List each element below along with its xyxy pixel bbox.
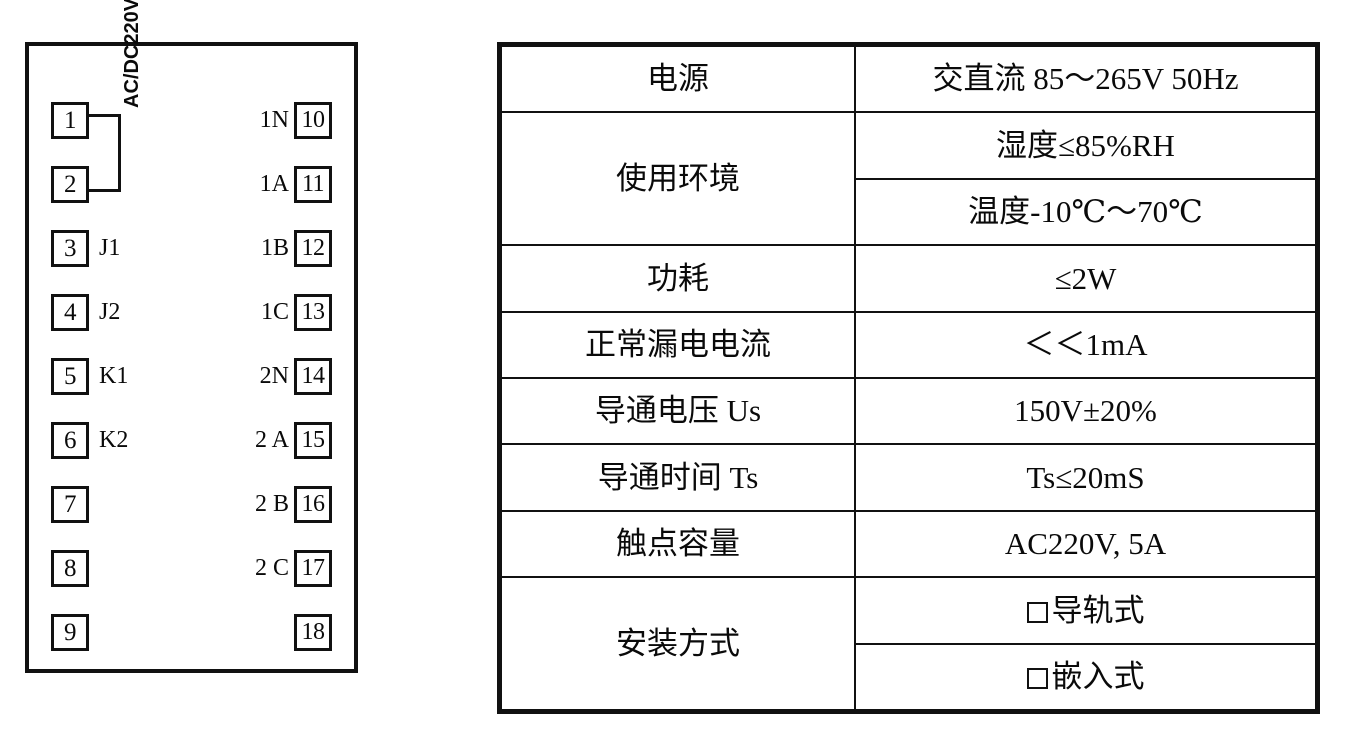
param-value-embedded[interactable]: 嵌入式 bbox=[854, 642, 1317, 712]
terminal-column-left: 1 2 3 J1 4 J2 5 K1 6 K2 7 8 bbox=[29, 46, 189, 669]
terminal-column-right: 1N 10 1A 11 1B 12 1C 13 2N 14 2 A 15 2 B… bbox=[194, 46, 354, 669]
terminal-number-5: 5 bbox=[51, 357, 89, 395]
terminal-label-4: J2 bbox=[99, 299, 121, 325]
table-row: 功耗 ≤2W bbox=[500, 244, 1317, 313]
param-value-power-consumption: ≤2W bbox=[854, 244, 1317, 313]
terminal-number-3: 3 bbox=[51, 229, 89, 267]
terminal-14[interactable]: 2N 14 bbox=[260, 354, 332, 398]
terminal-label-15: 2 A bbox=[254, 427, 289, 453]
table-row: 温度-10℃～70℃ bbox=[501, 177, 1317, 247]
terminal-7[interactable]: 7 bbox=[51, 482, 99, 526]
terminal-label-3: J1 bbox=[99, 235, 121, 261]
table-row: 导通时间 Ts Ts≤20mS bbox=[500, 443, 1317, 512]
terminal-1[interactable]: 1 bbox=[51, 98, 99, 142]
table-row: 安装方式 导轨式 bbox=[500, 576, 1317, 711]
option-label-din-rail: 导轨式 bbox=[1051, 592, 1145, 628]
terminal-number-1: 1 bbox=[51, 101, 89, 139]
terminal-16[interactable]: 2 B 16 bbox=[255, 482, 332, 526]
terminal-number-7: 7 bbox=[51, 485, 89, 523]
param-name-power-supply: 电源 bbox=[500, 44, 856, 114]
terminal-number-16: 16 bbox=[294, 485, 332, 523]
terminal-label-6: K2 bbox=[99, 427, 129, 453]
terminal-12[interactable]: 1B 12 bbox=[261, 226, 332, 270]
terminal-label-12: 1B bbox=[260, 235, 289, 261]
terminal-number-17: 17 bbox=[294, 549, 332, 587]
param-name-conduction-time: 导通时间 Ts bbox=[500, 443, 856, 512]
param-name-conduction-voltage: 导通电压 Us bbox=[500, 376, 856, 446]
terminal-9[interactable]: 9 bbox=[51, 610, 99, 654]
checkbox-embedded-icon[interactable] bbox=[1026, 667, 1048, 689]
terminal-number-18: 18 bbox=[294, 613, 332, 651]
param-value-power-supply: 交直流 85～265V 50Hz bbox=[854, 44, 1317, 114]
terminal-label-10: 1N bbox=[259, 107, 289, 133]
terminal-label-14: 2N bbox=[259, 363, 289, 389]
table-row: 电源 交直流 85～265V 50Hz bbox=[500, 44, 1317, 114]
terminal-6[interactable]: 6 K2 bbox=[51, 418, 128, 462]
terminal-number-8: 8 bbox=[51, 549, 89, 587]
param-name-contact-capacity: 触点容量 bbox=[500, 509, 856, 579]
terminal-number-4: 4 bbox=[51, 293, 89, 331]
table-row: 嵌入式 bbox=[501, 642, 1317, 712]
terminal-number-12: 12 bbox=[294, 229, 332, 267]
terminal-label-16: 2 B bbox=[254, 491, 289, 517]
specification-table: 电源 交直流 85～265V 50Hz 使用环境 湿度≤85%RH 温度-10℃… bbox=[497, 42, 1320, 714]
table-row: 使用环境 湿度≤85%RH bbox=[500, 111, 1317, 247]
param-name-leakage-current: 正常漏电电流 bbox=[500, 310, 856, 379]
param-value-temperature: 温度-10℃～70℃ bbox=[854, 177, 1317, 247]
terminal-3[interactable]: 3 J1 bbox=[51, 226, 120, 270]
param-value-conduction-time: Ts≤20mS bbox=[854, 443, 1317, 512]
terminal-number-6: 6 bbox=[51, 421, 89, 459]
terminal-label-13: 1C bbox=[260, 299, 289, 325]
terminal-number-15: 15 bbox=[294, 421, 332, 459]
param-value-humidity: 湿度≤85%RH bbox=[854, 111, 1317, 180]
terminal-wiring-diagram: AC/DC220V 1 2 3 J1 4 J2 5 K1 6 K2 7 bbox=[25, 0, 358, 673]
terminal-17[interactable]: 2 C 17 bbox=[255, 546, 332, 590]
checkbox-din-rail-icon[interactable] bbox=[1026, 601, 1048, 623]
terminal-number-9: 9 bbox=[51, 613, 89, 651]
terminal-number-11: 11 bbox=[294, 165, 332, 203]
terminal-label-5: K1 bbox=[99, 363, 129, 389]
table-row: 触点容量 AC220V, 5A bbox=[500, 509, 1317, 579]
terminal-8[interactable]: 8 bbox=[51, 546, 99, 590]
param-value-contact-capacity: AC220V, 5A bbox=[854, 509, 1317, 579]
param-name-installation-method: 安装方式 bbox=[500, 576, 856, 711]
terminal-label-11: 1A bbox=[259, 171, 289, 197]
param-name-power-consumption: 功耗 bbox=[500, 244, 856, 313]
terminal-13[interactable]: 1C 13 bbox=[261, 290, 332, 334]
table-row: 导通电压 Us 150V±20% bbox=[500, 376, 1317, 446]
param-value-conduction-voltage: 150V±20% bbox=[854, 376, 1317, 446]
terminal-2[interactable]: 2 bbox=[51, 162, 99, 206]
terminal-5[interactable]: 5 K1 bbox=[51, 354, 128, 398]
terminal-11[interactable]: 1A 11 bbox=[260, 162, 332, 206]
terminal-number-2: 2 bbox=[51, 165, 89, 203]
table-row: 正常漏电电流 ＜＜1mA bbox=[500, 310, 1317, 379]
terminal-number-13: 13 bbox=[294, 293, 332, 331]
terminal-10[interactable]: 1N 10 bbox=[260, 98, 332, 142]
terminal-number-10: 10 bbox=[294, 101, 332, 139]
power-jumper-bracket bbox=[89, 114, 121, 192]
param-value-din-rail[interactable]: 导轨式 bbox=[854, 576, 1317, 645]
terminal-4[interactable]: 4 J2 bbox=[51, 290, 120, 334]
option-label-embedded: 嵌入式 bbox=[1051, 658, 1145, 694]
terminal-number-14: 14 bbox=[294, 357, 332, 395]
terminal-15[interactable]: 2 A 15 bbox=[255, 418, 332, 462]
param-value-leakage-current: ＜＜1mA bbox=[854, 310, 1317, 379]
terminal-18[interactable]: 18 bbox=[289, 610, 332, 654]
terminal-label-17: 2 C bbox=[254, 555, 289, 581]
param-name-operating-environment: 使用环境 bbox=[500, 111, 856, 247]
